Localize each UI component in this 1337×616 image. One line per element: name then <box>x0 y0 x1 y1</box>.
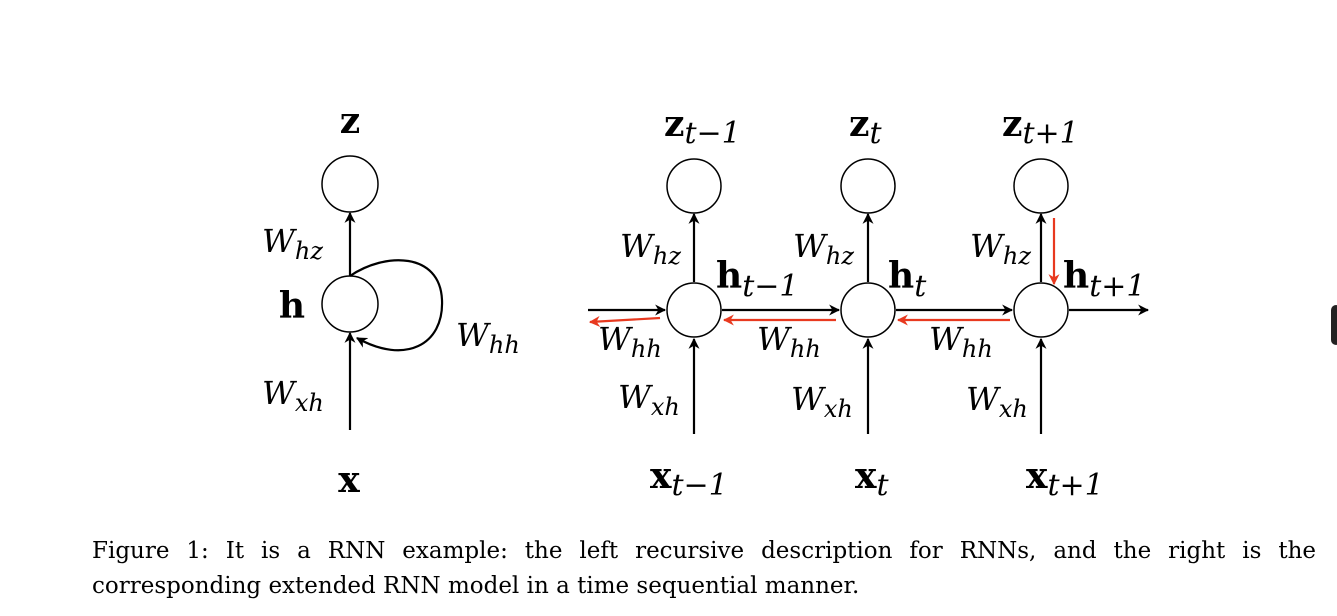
w-hh-label-2: Whh <box>757 320 821 363</box>
input-label-t-plus-1: xt+1 <box>1026 455 1104 503</box>
w-xh-label-2: Wxh <box>791 380 853 423</box>
w-hz-label-3: Whz <box>970 227 1031 270</box>
unrolled-rnn: zt−1 zt zt+1 Whz Whz Whz ht−1 ht ht+1 <box>588 103 1150 503</box>
hidden-node-t-plus-1 <box>1013 282 1069 338</box>
output-node-t-plus-1 <box>1013 158 1069 214</box>
left-w-xh-label: Wxh <box>262 374 324 417</box>
left-w-hh-label: Whh <box>456 316 520 359</box>
hidden-label-t-plus-1: ht+1 <box>1063 255 1145 304</box>
left-hidden-label: h <box>279 285 305 327</box>
left-output-node <box>321 155 379 213</box>
left-hidden-node <box>321 275 379 333</box>
output-node-t <box>840 158 896 214</box>
backprop-edge-out-left <box>588 315 661 327</box>
input-label-t: xt <box>855 455 889 503</box>
scroll-handle[interactable] <box>1331 305 1337 345</box>
left-output-label: z <box>340 100 360 142</box>
w-hz-label-2: Whz <box>793 227 854 270</box>
left-recurrent-loop-edge <box>349 259 444 352</box>
w-hz-label-1: Whz <box>620 227 681 270</box>
w-hh-label-3: Whh <box>929 320 993 363</box>
w-hh-label-1: Whh <box>598 320 662 363</box>
folded-rnn: z Whz h Whh Wxh x <box>262 100 520 501</box>
output-label-t-minus-1: zt−1 <box>664 103 741 151</box>
output-label-t-plus-1: zt+1 <box>1002 103 1079 151</box>
input-label-t-minus-1: xt−1 <box>650 455 728 503</box>
output-node-t-minus-1 <box>666 158 722 214</box>
hidden-node-t-minus-1 <box>666 282 722 338</box>
left-w-hz-label: Whz <box>262 222 323 265</box>
w-xh-label-3: Wxh <box>966 380 1028 423</box>
output-label-t: zt <box>849 103 882 151</box>
hidden-label-t: ht <box>888 255 927 304</box>
figure-caption: Figure 1: It is a RNN example: the left … <box>92 538 1316 599</box>
left-input-label: x <box>338 459 360 501</box>
hidden-node-t <box>840 282 896 338</box>
hidden-label-t-minus-1: ht−1 <box>716 255 798 304</box>
w-xh-label-1: Wxh <box>618 378 680 421</box>
